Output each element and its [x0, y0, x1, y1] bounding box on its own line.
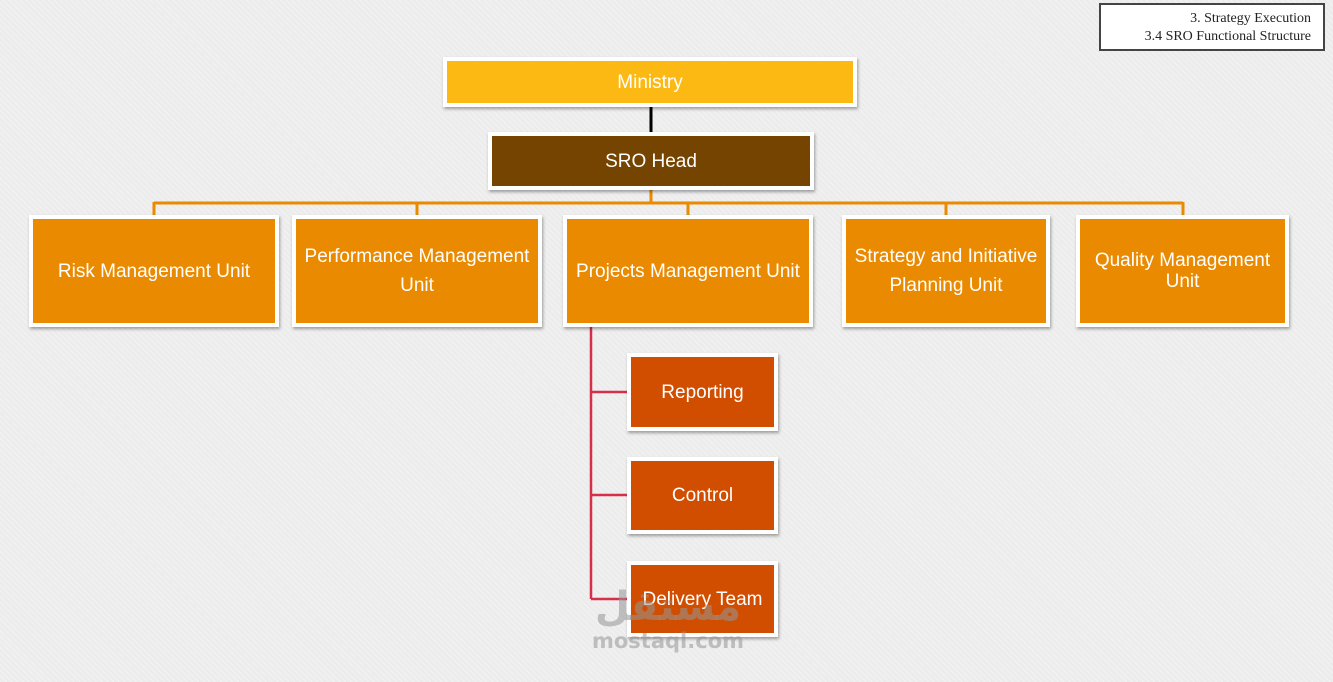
section-title: 3. Strategy Execution [1190, 11, 1311, 26]
node-ministry: Ministry [443, 57, 857, 107]
slide-section-label: 3. Strategy Execution 3.4 SRO Functional… [1099, 3, 1325, 51]
section-subtitle: 3.4 SRO Functional Structure [1144, 29, 1311, 44]
node-strategy-initiative-planning-unit: Strategy and Initiative Planning Unit [842, 215, 1050, 327]
node-reporting: Reporting [627, 353, 778, 431]
node-projects-management-unit: Projects Management Unit [563, 215, 813, 327]
node-quality-management-unit: Quality Management Unit [1076, 215, 1289, 327]
node-sro-head: SRO Head [488, 132, 814, 190]
node-risk-management-unit: Risk Management Unit [29, 215, 279, 327]
node-performance-management-unit: Performance Management Unit [292, 215, 542, 327]
node-delivery-team: Delivery Team [627, 561, 778, 637]
node-control: Control [627, 457, 778, 534]
